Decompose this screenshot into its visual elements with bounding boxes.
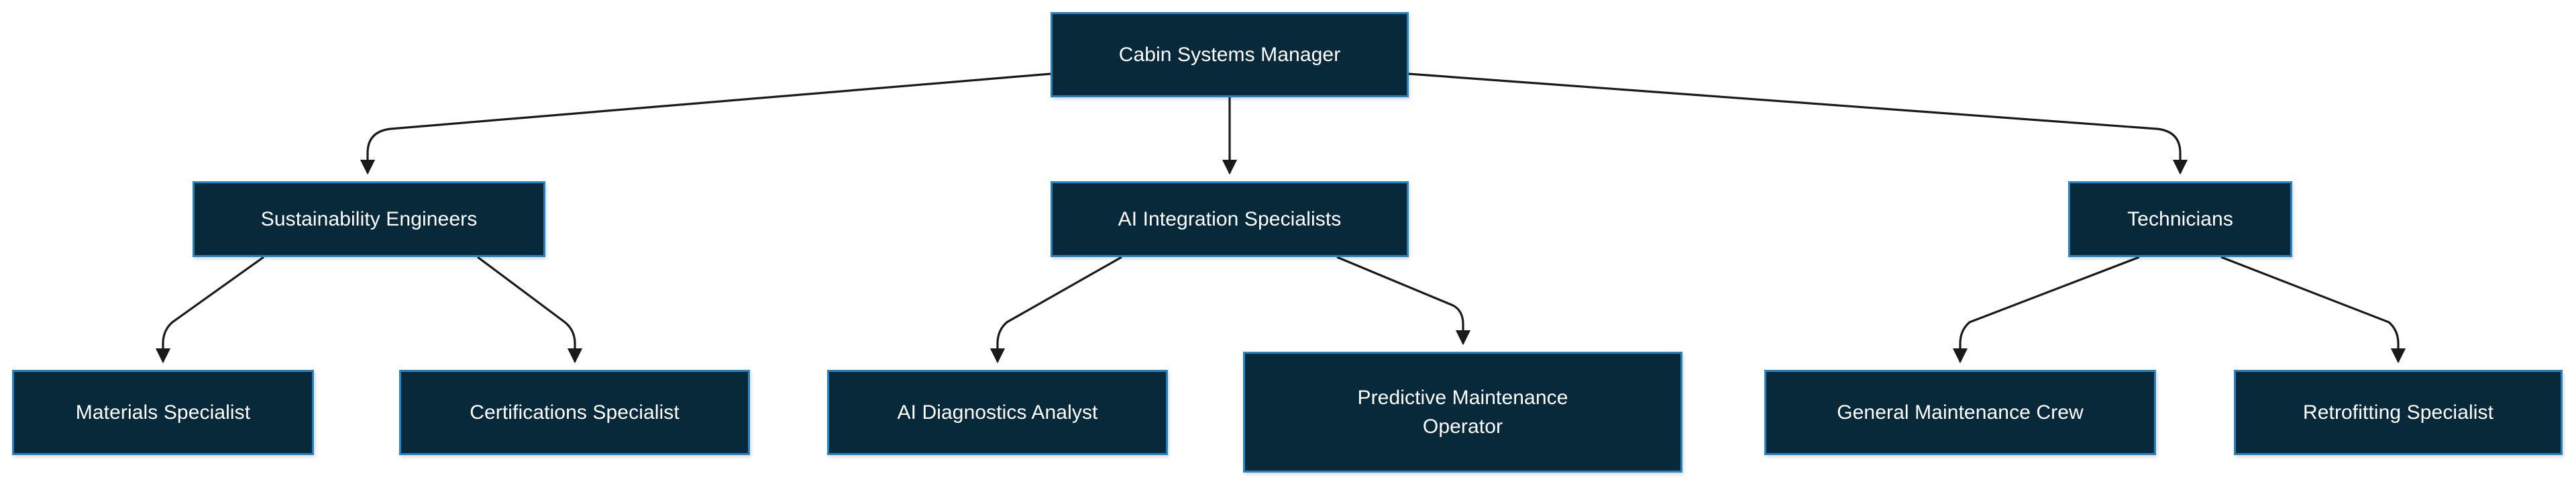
node-label: Materials Specialist	[75, 401, 251, 424]
node-certifications-specialist[interactable]: Certifications Specialist	[399, 370, 750, 455]
node-label: Cabin Systems Manager	[1118, 43, 1341, 66]
node-sustainability-engineers[interactable]: Sustainability Engineers	[193, 181, 545, 257]
edge-root-technicians	[1408, 72, 2188, 175]
node-label: AI Diagnostics Analyst	[897, 401, 1098, 424]
node-label: Certifications Specialist	[470, 401, 680, 424]
node-ai-integration-specialists[interactable]: AI Integration Specialists	[1051, 181, 1409, 257]
edge-sustainability-materials	[155, 256, 264, 364]
node-predictive-maintenance-operator[interactable]: Predictive Maintenance Operator	[1243, 352, 1682, 473]
node-cabin-systems-manager[interactable]: Cabin Systems Manager	[1051, 12, 1409, 97]
edge-technicians-retrofitting	[2220, 256, 2406, 364]
node-label: Predictive Maintenance Operator	[1357, 386, 1568, 438]
edge-sustainability-certifications	[477, 256, 583, 364]
edge-technicians-general-crew	[1952, 256, 2140, 364]
node-general-maintenance-crew[interactable]: General Maintenance Crew	[1764, 370, 2156, 455]
node-label: General Maintenance Crew	[1837, 401, 2084, 424]
node-ai-diagnostics-analyst[interactable]: AI Diagnostics Analyst	[827, 370, 1168, 455]
node-label: Technicians	[2127, 207, 2233, 230]
edge-root-sustainability	[360, 72, 1051, 175]
node-retrofitting-specialist[interactable]: Retrofitting Specialist	[2234, 370, 2563, 455]
node-label: Retrofitting Specialist	[2302, 401, 2494, 424]
node-label: Sustainability Engineers	[260, 207, 478, 230]
edge-ai-integration-diagnostics	[989, 256, 1122, 364]
node-materials-specialist[interactable]: Materials Specialist	[12, 370, 314, 455]
node-technicians[interactable]: Technicians	[2068, 181, 2292, 257]
edge-ai-integration-predictive	[1336, 256, 1471, 346]
node-label: AI Integration Specialists	[1118, 207, 1342, 230]
